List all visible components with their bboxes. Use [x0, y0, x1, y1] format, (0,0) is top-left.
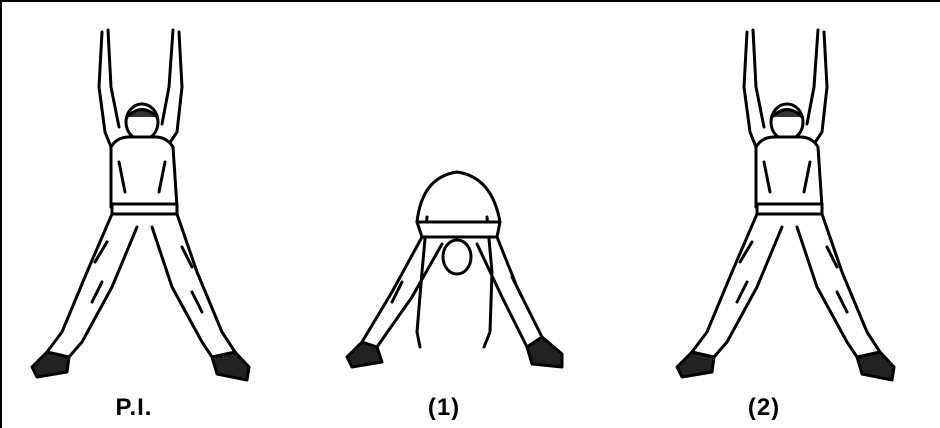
figure-step-2: [652, 12, 902, 392]
figure-starting-position: [7, 12, 257, 392]
label-step-2: (2): [704, 394, 824, 422]
standing-figure-illustration: [652, 12, 902, 392]
bent-forward-figure-illustration: [332, 12, 582, 392]
label-starting-position: P.I.: [74, 394, 194, 422]
label-step-1: (1): [384, 394, 504, 422]
standing-figure-illustration: [7, 12, 257, 392]
figure-step-1: [332, 12, 582, 392]
